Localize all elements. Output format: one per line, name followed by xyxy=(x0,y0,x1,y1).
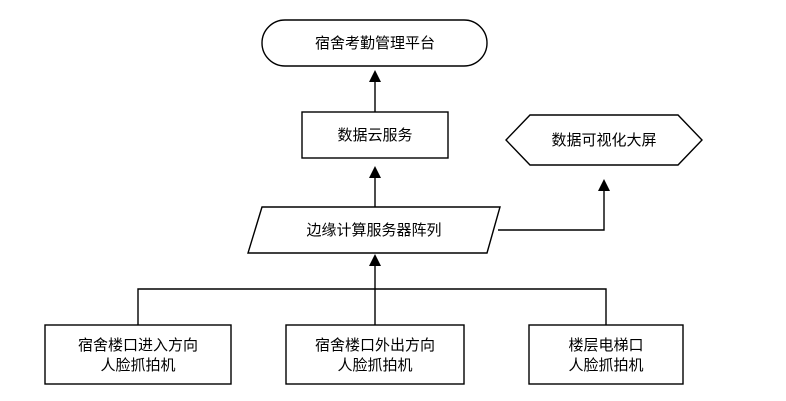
edge-array-to-screen xyxy=(498,191,605,231)
arrow-to-screen xyxy=(598,179,610,191)
platform-terminator-shape xyxy=(261,19,488,67)
edges xyxy=(137,70,610,325)
cam-elevator-label-line2: 人脸抓拍机 xyxy=(568,356,643,374)
cloud-label: 数据云服务 xyxy=(337,126,412,144)
node-cam-elevator: 楼层电梯口 人脸抓拍机 xyxy=(528,324,684,385)
edge-array-io-shape xyxy=(247,206,501,254)
node-cam-out: 宿舍楼口外出方向 人脸抓拍机 xyxy=(285,324,465,385)
node-platform: 宿舍考勤管理平台 xyxy=(261,19,488,67)
cam-in-process-shape xyxy=(44,324,232,385)
cloud-process-shape xyxy=(301,111,449,159)
screen-display-shape xyxy=(505,114,703,166)
edge-cameras-bus xyxy=(137,288,607,325)
screen-label: 数据可视化大屏 xyxy=(551,131,656,149)
cam-elevator-process-shape xyxy=(528,324,684,385)
node-cam-in: 宿舍楼口进入方向 人脸抓拍机 xyxy=(44,324,232,385)
platform-label: 宿舍考勤管理平台 xyxy=(315,34,435,52)
arrow-to-edge-array xyxy=(369,254,381,266)
cam-out-process-shape xyxy=(285,324,465,385)
node-screen: 数据可视化大屏 xyxy=(505,114,703,166)
cam-in-label-line1: 宿舍楼口进入方向 xyxy=(78,336,198,354)
cam-elevator-label-line1: 楼层电梯口 xyxy=(568,336,643,354)
edge-array-label: 边缘计算服务器阵列 xyxy=(306,221,441,239)
arrow-to-platform xyxy=(369,70,381,82)
cam-in-label-line2: 人脸抓拍机 xyxy=(100,356,175,374)
node-cloud: 数据云服务 xyxy=(301,111,449,159)
arrow-to-cloud xyxy=(369,166,381,178)
cam-out-label-line2: 人脸抓拍机 xyxy=(337,356,412,374)
node-edge-array: 边缘计算服务器阵列 xyxy=(247,206,501,254)
cam-out-label-line1: 宿舍楼口外出方向 xyxy=(315,336,435,354)
